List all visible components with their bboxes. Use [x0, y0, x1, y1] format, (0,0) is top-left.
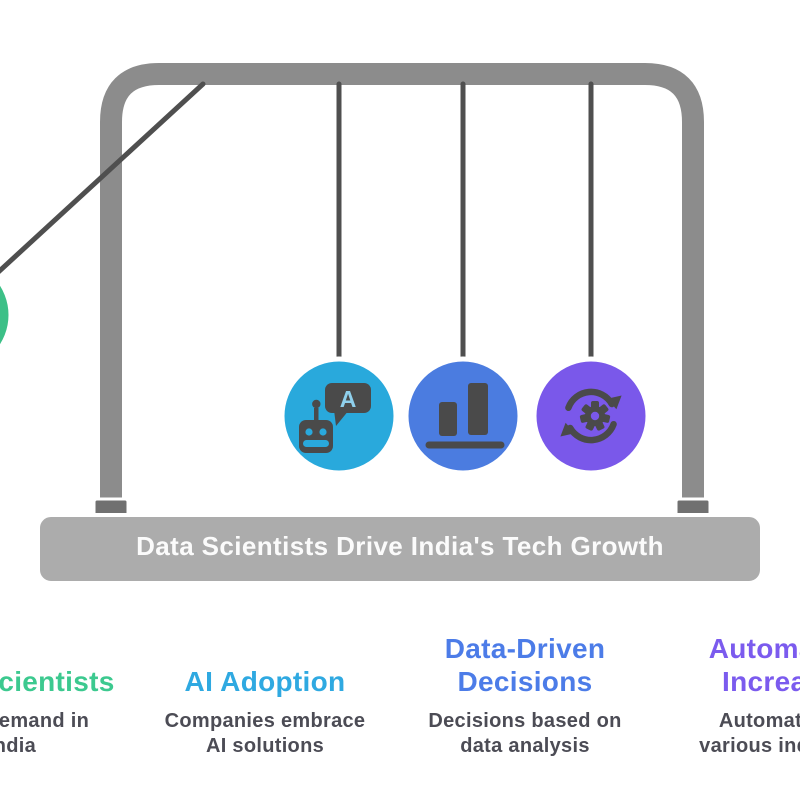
gear-hole — [590, 411, 600, 421]
sync-arrowhead-bottom — [560, 422, 575, 437]
heading-line: Data-Driven — [444, 633, 606, 664]
column-data-driven-decisions: Data-Driven Decisions Decisions based on… — [375, 632, 675, 792]
strings — [0, 81, 594, 364]
column-automation-increases: Automation Increases Automation in vario… — [638, 632, 800, 792]
base-title: Data Scientists Drive India's Tech Growt… — [136, 531, 664, 561]
robot-antenna-tip — [312, 399, 321, 409]
base-bar — [36, 513, 764, 585]
bar-short — [439, 402, 457, 436]
column-ai-adoption: AI Adoption Companies embrace AI solutio… — [115, 632, 415, 792]
desc-line: High demand in — [0, 710, 90, 732]
column-description: Decisions based on data analysis — [375, 709, 675, 759]
bar-chart-icon — [425, 383, 505, 449]
cradle-frame — [100, 63, 704, 521]
ball-data-scientists — [0, 277, 14, 353]
robot-eye-left — [305, 428, 313, 436]
desc-line: Automation in — [718, 710, 800, 732]
robot-eye-right — [319, 428, 327, 436]
column-heading: Data-Driven Decisions — [375, 632, 675, 698]
desc-line: data analysis — [460, 735, 590, 757]
column-data-scientists: Data Scientists High demand in India — [0, 632, 162, 792]
heading-line: Data Scientists — [0, 666, 115, 697]
column-description: Companies embrace AI solutions — [115, 709, 415, 759]
chat-bubble — [325, 383, 371, 413]
robot-mouth — [303, 440, 329, 447]
column-heading: AI Adoption — [115, 632, 415, 698]
heading-line: Increases — [722, 666, 800, 697]
sync-arrowhead-top — [607, 395, 622, 410]
ball-data-driven — [403, 356, 523, 476]
desc-line: India — [0, 735, 37, 757]
desc-line: Decisions based on — [428, 710, 622, 732]
desc-line: AI solutions — [205, 735, 325, 757]
chat-bubble-tail — [334, 410, 349, 426]
heading-line: AI Adoption — [184, 666, 346, 697]
desc-line: various industries — [699, 735, 800, 757]
heading-line: Automation — [708, 633, 800, 664]
gear-sync-icon — [560, 388, 622, 444]
column-heading: Data Scientists — [0, 632, 162, 698]
heading-line: Decisions — [457, 666, 593, 697]
chat-bubble-letter: A — [340, 386, 357, 412]
desc-line: Companies embrace — [164, 710, 366, 732]
robot-head — [299, 420, 333, 453]
bar-tall — [468, 383, 488, 435]
string-swung — [0, 81, 206, 274]
column-heading: Automation Increases — [638, 632, 800, 698]
column-description: Automation in various industries — [638, 709, 800, 759]
robot-antenna — [314, 408, 319, 422]
column-description: High demand in India — [0, 709, 162, 759]
robot-chat-icon: A — [299, 383, 371, 453]
